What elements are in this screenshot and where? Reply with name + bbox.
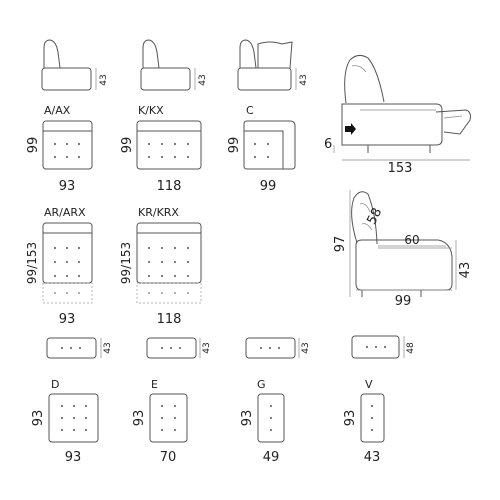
width-label: 93: [59, 179, 76, 194]
height-label: 48: [406, 342, 416, 354]
ottoman-side-v: 48: [351, 335, 416, 359]
depth-label: 93: [132, 410, 147, 427]
depth-label: 99/153: [25, 242, 39, 284]
sofa-side-view: 97 58 60 43 99: [333, 190, 473, 309]
ottoman-g: G 93 49: [240, 378, 285, 465]
tufting-buttons: [148, 247, 189, 294]
seat-depth-label: 60: [404, 233, 419, 247]
tufting-buttons: [148, 143, 189, 158]
module-name: A/AX: [44, 104, 71, 117]
recliner-side-view: 6 153: [324, 54, 471, 176]
ottoman-side-g: 43: [245, 337, 311, 359]
seat-height-label: 43: [458, 262, 473, 279]
ottoman-side-d: 43: [46, 337, 113, 359]
tufting-buttons: [270, 405, 272, 431]
total-height-label: 97: [333, 236, 348, 253]
depth-label: 93: [343, 410, 358, 427]
back-height-label: 58: [364, 206, 385, 228]
tufting-buttons: [161, 347, 181, 349]
height-label: 43: [299, 74, 309, 85]
depth-label: 93: [31, 410, 46, 427]
module-a: A/AX 99 93: [26, 104, 93, 194]
height-label: 43: [103, 342, 113, 353]
module-name: K/KX: [138, 104, 164, 117]
height-label: 43: [301, 342, 311, 353]
side-view-corner: 43: [237, 39, 309, 91]
module-name: AR/ARX: [44, 206, 86, 219]
module-name: KR/KRX: [138, 206, 179, 219]
height-label: 43: [198, 74, 208, 85]
width-label: 49: [263, 450, 280, 465]
tufting-buttons: [54, 247, 80, 294]
module-ar: AR/ARX 99/153 93: [25, 206, 93, 327]
tufting-buttons: [260, 347, 280, 349]
ottoman-d: D 93 93: [31, 378, 99, 465]
depth-label: 99: [120, 137, 135, 154]
ottoman-name: G: [257, 378, 266, 391]
width-label: 118: [157, 312, 182, 327]
module-name: C: [246, 104, 254, 117]
width-label: 70: [160, 450, 177, 465]
ottoman-name: E: [151, 378, 158, 391]
side-view-armchair-1: 43: [41, 39, 109, 91]
leg-height-label: 6: [324, 137, 332, 152]
tufting-buttons: [254, 143, 269, 158]
extended-length-label: 153: [388, 161, 413, 176]
width-label: 118: [157, 179, 182, 194]
tufting-buttons: [371, 405, 373, 431]
ottoman-side-e: 43: [146, 337, 212, 359]
tufting-buttons: [366, 346, 386, 348]
ottoman-v: V 93 43: [343, 378, 385, 465]
total-depth-label: 99: [395, 294, 412, 309]
module-k: K/KX 99 118: [120, 104, 202, 194]
tufting-buttons: [61, 347, 81, 349]
module-kr: KR/KRX 99/153 118: [119, 206, 202, 327]
ottoman-name: V: [365, 378, 373, 391]
tufting-buttons: [61, 405, 87, 431]
width-label: 99: [260, 179, 277, 194]
tufting-buttons: [54, 143, 80, 158]
depth-label: 93: [240, 410, 255, 427]
width-label: 93: [65, 450, 82, 465]
depth-label: 99: [227, 137, 242, 154]
side-view-armchair-2: 43: [140, 39, 208, 91]
tufting-buttons: [161, 405, 176, 431]
width-label: 43: [364, 450, 381, 465]
height-label: 43: [99, 74, 109, 85]
depth-label: 99/153: [119, 242, 133, 284]
width-label: 93: [59, 312, 76, 327]
ottoman-name: D: [51, 378, 59, 391]
depth-label: 99: [26, 137, 41, 154]
height-label: 43: [202, 342, 212, 353]
ottoman-e: E 93 70: [132, 378, 188, 465]
module-c: C 99 99: [227, 104, 296, 194]
